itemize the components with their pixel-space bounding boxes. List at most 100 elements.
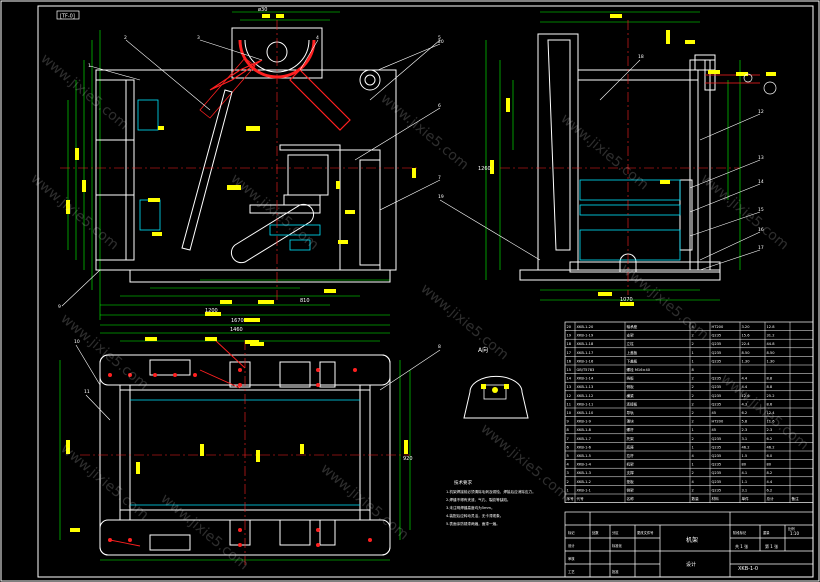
balloon-20: 20 xyxy=(438,39,444,45)
bom-cell-w2: 31.2 xyxy=(767,334,775,338)
bom-cell-mat: Q235 xyxy=(712,351,722,355)
bom-cell-w2: 8.2 xyxy=(767,471,773,475)
bom-cell-w1: 5.8 xyxy=(742,420,748,424)
bom-cell-w1: 8.50 xyxy=(742,351,751,355)
tb-label-12: 重量 xyxy=(763,530,770,535)
bom-cell-w2: 1.30 xyxy=(767,359,776,363)
bom-cell-w1: 12.6 xyxy=(742,394,751,398)
bom-cell-qty: 2 xyxy=(692,471,694,475)
dim-front-width-a: 1200 xyxy=(205,308,218,314)
balloon-7: 7 xyxy=(438,175,441,181)
notes-title: 技术要求 xyxy=(454,479,472,486)
bom-cell-mat: Q235 xyxy=(712,454,722,458)
notes-line-4: 4.装配后应转动灵活，无卡滞现象。 xyxy=(446,513,503,518)
bom-cell-w2: 46.2 xyxy=(767,445,775,449)
bom-cell-name: 支架 xyxy=(627,333,635,338)
bom-cell-w1: 80 xyxy=(742,463,747,467)
bom-header-cell: 代号 xyxy=(577,496,585,501)
bom-cell-name: 底座 xyxy=(627,444,635,449)
bom-cell-no: 2 xyxy=(567,480,569,484)
bom-cell-code: XKB-1-18 xyxy=(577,342,594,346)
bom-cell-code: XKB-1-1 xyxy=(577,488,591,492)
tb-label-8: 审核 xyxy=(568,556,575,561)
bom-cell-name: 挡板 xyxy=(627,376,635,381)
bom-cell-qty: 4 xyxy=(692,325,695,329)
balloon-12: 12 xyxy=(758,109,764,115)
bom-cell-no: 16 xyxy=(567,359,572,363)
bom-cell-code: XKB-1-2 xyxy=(577,480,591,484)
balloon-3: 3 xyxy=(197,35,200,41)
bom-cell-name: 滑块 xyxy=(627,419,635,424)
bom-cell-w1: 1.30 xyxy=(742,359,751,363)
bom-cell-name: 机架 xyxy=(627,462,635,467)
bom-cell-no: 10 xyxy=(567,411,572,415)
notes-line-3: 3.未注明焊缝高度均为5mm。 xyxy=(446,505,495,510)
bom-header-cell: 序号 xyxy=(567,496,575,501)
bom-cell-w2: 6.2 xyxy=(767,488,773,492)
bom-cell-mat: HT200 xyxy=(712,420,724,424)
section-a-view: A向 xyxy=(463,346,529,419)
bom-cell-qty: 2 xyxy=(692,342,694,346)
dim-plan-depth: 920 xyxy=(403,456,413,462)
bom-cell-name: 螺杆 xyxy=(627,427,635,432)
drawing-border xyxy=(37,5,814,578)
title-block: 机架 XKB-1-0 1:10 第 1 张 共 1 张 设计 标记 处数 分区 … xyxy=(564,511,814,578)
bom-cell-mat: 45 xyxy=(712,411,717,415)
balloon-17: 17 xyxy=(758,245,764,251)
bom-cell-w1: 4.3 xyxy=(742,402,748,406)
bom-cell-no: 20 xyxy=(567,325,572,329)
bom-cell-w1: 2.3 xyxy=(742,428,748,432)
bom-cell-w2: 25.2 xyxy=(767,394,775,398)
tb-label-6: 设计 xyxy=(568,543,575,548)
side-view: 1070 1260 xyxy=(478,11,777,306)
bom-cell-mat: HT200 xyxy=(712,325,724,329)
bom-cell-qty: 2 xyxy=(692,377,694,381)
dim-top-main: ø30 xyxy=(258,7,267,13)
bom-cell-no: 1 xyxy=(567,488,569,492)
bom-cell-w2: 4.4 xyxy=(767,480,773,484)
title-sheets: 共 1 张 xyxy=(735,543,748,549)
bom-cell-no: 9 xyxy=(567,420,570,424)
bom-cell-name: 下盖板 xyxy=(627,358,638,363)
header-tag: [TF-0] xyxy=(60,14,75,20)
title-company: 设计 xyxy=(686,561,696,568)
front-view: ø30 1670 1200 810 xyxy=(60,7,420,326)
bom-cell-name: 侧架 xyxy=(627,487,635,492)
balloon-13: 13 xyxy=(758,155,764,161)
bom-cell-qty: 1 xyxy=(692,351,694,355)
bom-cell-name: 连接板 xyxy=(627,401,638,406)
bom-cell-qty: 2 xyxy=(692,394,694,398)
bom-header-cell: 数量 xyxy=(692,496,700,501)
balloon-18: 18 xyxy=(638,54,644,60)
bom-cell-qty: 2 xyxy=(692,402,694,406)
bom-cell-w1: 4.4 xyxy=(742,385,748,389)
bom-cell-w1: 15.6 xyxy=(742,334,751,338)
bom-cell-no: 4 xyxy=(567,463,570,467)
header-tag-box xyxy=(56,10,80,20)
bom-cell-w1: 46.2 xyxy=(742,445,750,449)
balloon-14: 14 xyxy=(758,179,764,185)
bom-cell-qty: 2 xyxy=(692,385,694,389)
balloon-10: 10 xyxy=(74,339,80,345)
notes-line-1: 1.机架焊接前必须清除毛刺及锈蚀，焊接后应消除应力。 xyxy=(446,489,536,494)
bom-cell-qty: 1 xyxy=(692,445,694,449)
bom-cell-no: 11 xyxy=(567,402,572,406)
bom-cell-mat: Q235 xyxy=(712,445,722,449)
tb-label-1: 处数 xyxy=(592,530,599,535)
bom-cell-w1: 3.1 xyxy=(742,488,748,492)
bom-cell-code: XKB-1-11 xyxy=(577,402,594,406)
plan-view: 1460 920 xyxy=(59,327,413,565)
bom-cell-w2: 12.4 xyxy=(767,411,776,415)
bom-cell-w2: 8.50 xyxy=(767,351,776,355)
bom-cell-mat: Q235 xyxy=(712,437,722,441)
bom-cell-w1: 1.5 xyxy=(742,454,748,458)
tb-label-2: 分区 xyxy=(612,530,619,535)
tb-label-13: 比例 xyxy=(788,526,795,531)
bom-cell-qty: 1 xyxy=(692,463,694,467)
bom-cell-mat: Q235 xyxy=(712,471,722,475)
technical-notes: 技术要求 1.机架焊接前必须清除毛刺及锈蚀，焊接后应消除应力。 2.焊缝不得有夹… xyxy=(446,479,536,526)
bom-cell-name: 导轨 xyxy=(627,410,635,415)
bom-cell-qty: 8 xyxy=(692,368,695,372)
